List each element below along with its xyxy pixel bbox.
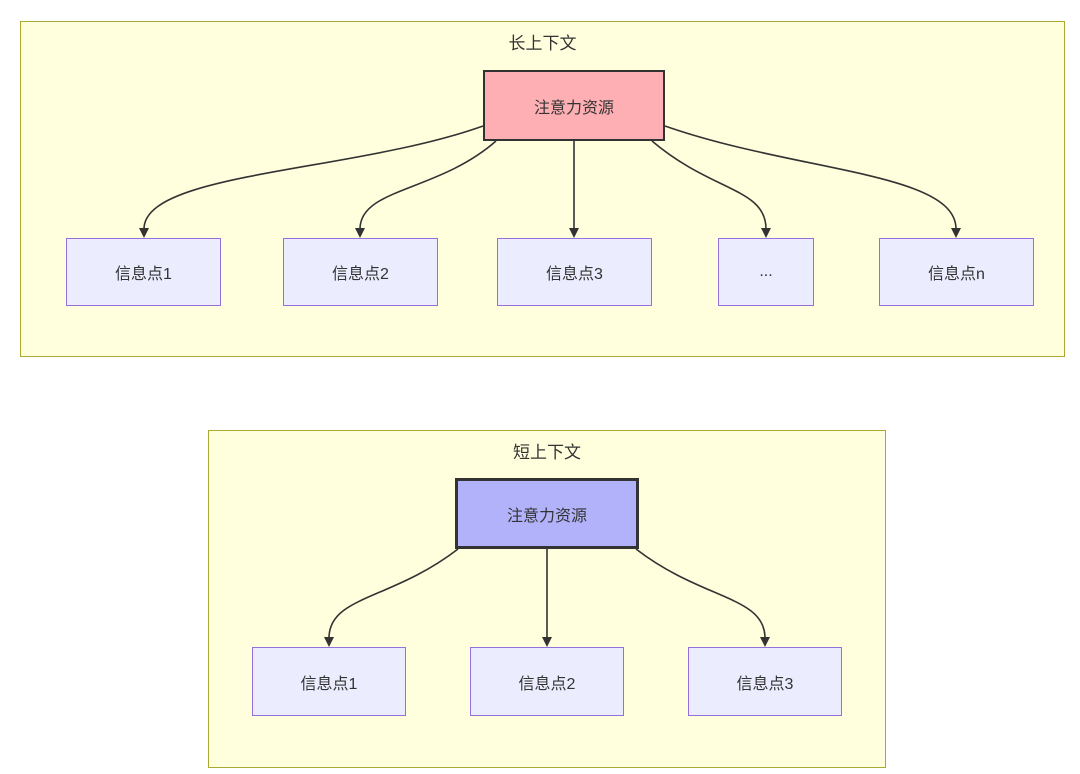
long-context-group-title: 长上下文 xyxy=(508,34,577,53)
node-attention-short: 注意力资源 xyxy=(455,478,639,549)
edge-long-to-point2 xyxy=(359,140,497,230)
node-short-point2: 信息点2 xyxy=(470,647,624,716)
edge-short-to-point1 xyxy=(328,548,459,639)
node-attention-long: 注意力资源 xyxy=(483,70,665,141)
edge-long-to-point1 xyxy=(143,125,484,230)
edges-long-context xyxy=(139,125,961,238)
node-long-point2: 信息点2 xyxy=(283,238,438,306)
edge-short-to-point3 xyxy=(635,548,766,639)
node-long-pointn: 信息点n xyxy=(879,238,1034,306)
node-long-point1: 信息点1 xyxy=(66,238,221,306)
node-short-point1-label: 信息点1 xyxy=(300,675,358,693)
node-short-point3-label: 信息点3 xyxy=(736,675,794,693)
node-long-point1-label: 信息点1 xyxy=(115,266,172,283)
node-long-point3-label: 信息点3 xyxy=(546,266,603,283)
edges-short-context xyxy=(324,548,770,647)
node-long-point3: 信息点3 xyxy=(497,238,652,306)
node-attention-short-label: 注意力资源 xyxy=(506,507,587,525)
node-attention-long-label: 注意力资源 xyxy=(533,99,614,117)
node-long-ellipsis-label: ... xyxy=(759,263,773,280)
node-long-point2-label: 信息点2 xyxy=(332,266,389,283)
edge-long-to-ellipsis xyxy=(651,140,767,230)
arrowhead xyxy=(355,228,365,238)
short-context-group-title: 短上下文 xyxy=(513,443,581,462)
node-long-pointn-label: 信息点n xyxy=(928,266,985,283)
arrowhead xyxy=(324,637,334,647)
arrowhead xyxy=(951,228,961,238)
node-short-point1: 信息点1 xyxy=(252,647,406,716)
node-long-ellipsis: ... xyxy=(718,238,814,306)
node-short-point2-label: 信息点2 xyxy=(518,675,576,693)
edge-long-to-pointn xyxy=(664,125,957,230)
arrowhead xyxy=(139,228,149,238)
arrowhead xyxy=(542,637,552,647)
arrowhead xyxy=(569,228,579,238)
arrowhead xyxy=(761,228,771,238)
arrowhead xyxy=(760,637,770,647)
node-short-point3: 信息点3 xyxy=(688,647,842,716)
